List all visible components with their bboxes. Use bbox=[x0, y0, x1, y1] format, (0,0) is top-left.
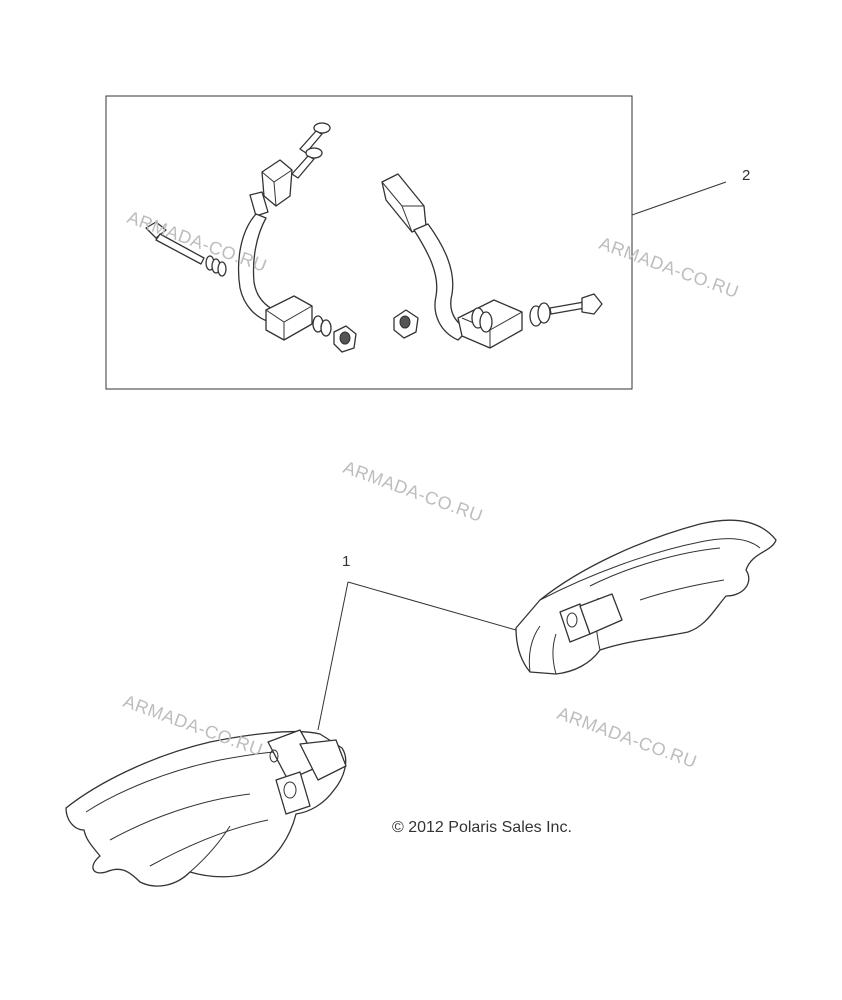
watermark-2: ARMADA-CO.RU bbox=[597, 233, 742, 302]
leader-line-1b bbox=[317, 581, 349, 731]
watermark-5: ARMADA-CO.RU bbox=[555, 703, 700, 772]
center-nut bbox=[393, 309, 419, 339]
right-mount-bracket bbox=[381, 173, 523, 349]
callout-1: 1 bbox=[342, 553, 350, 570]
copyright-notice: © 2012 Polaris Sales Inc. bbox=[392, 819, 572, 836]
long-bolt-left bbox=[145, 221, 227, 277]
watermark-3: ARMADA-CO.RU bbox=[341, 457, 486, 526]
left-handguard bbox=[65, 729, 347, 887]
callout-2: 2 bbox=[742, 167, 750, 184]
right-handguard bbox=[515, 519, 777, 675]
bolt-right bbox=[529, 293, 603, 327]
washers-left-lower bbox=[312, 315, 357, 353]
left-mount-bracket bbox=[237, 159, 313, 341]
leader-line-2 bbox=[631, 181, 727, 216]
kit-frame bbox=[105, 95, 633, 390]
pin-lower bbox=[291, 147, 323, 179]
leader-line-1a bbox=[347, 581, 517, 631]
